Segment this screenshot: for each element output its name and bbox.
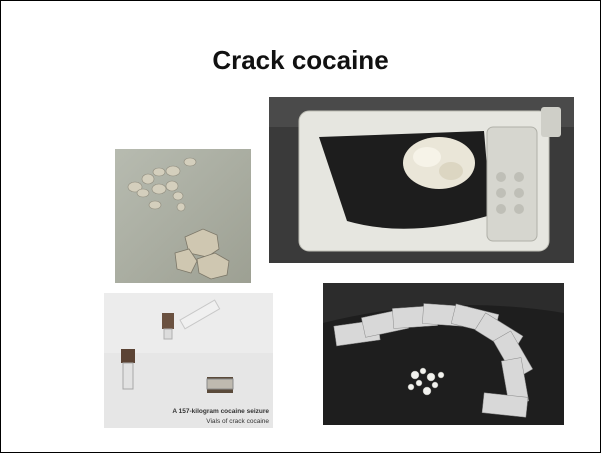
- crack-rocks-photo: [115, 149, 251, 283]
- digital-scale-photo: [269, 97, 574, 263]
- caption-line-2: Vials of crack cocaine: [206, 418, 269, 425]
- vials-photo: A 157-kilogram cocaine seizure Vials of …: [104, 293, 273, 428]
- money-and-rocks-photo: [323, 283, 564, 425]
- caption-line-1: A 157-kilogram cocaine seizure: [172, 408, 269, 415]
- slide-title: Crack cocaine: [212, 45, 389, 75]
